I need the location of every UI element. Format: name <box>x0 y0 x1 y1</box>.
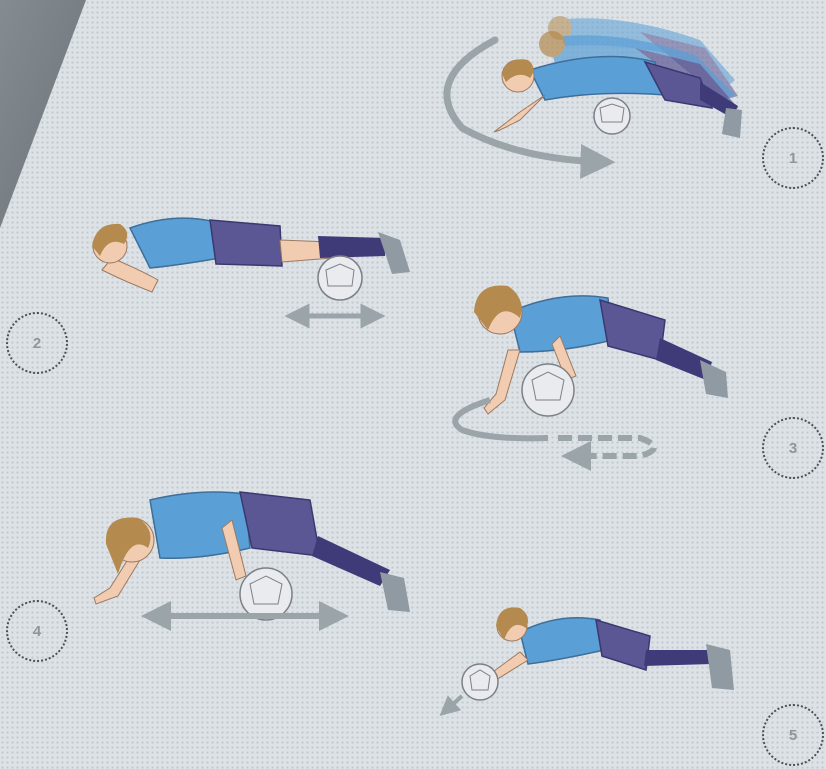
step-badge-2: 2 <box>6 312 68 374</box>
step-number-2: 2 <box>33 335 41 352</box>
player-ball-circle-icon <box>447 16 742 162</box>
step-number-5: 5 <box>789 727 797 744</box>
step-badge-5: 5 <box>762 704 824 766</box>
step-number-1: 1 <box>789 150 797 167</box>
player-ball-diagonal-roll-icon <box>444 607 734 712</box>
step-badge-4: 4 <box>6 600 68 662</box>
step-badge-3: 3 <box>762 417 824 479</box>
player-ball-side-roll-icon <box>455 286 728 456</box>
player-plank-ball-roll-icon <box>92 218 410 316</box>
step-badge-1: 1 <box>762 127 824 189</box>
step-number-3: 3 <box>789 440 797 457</box>
step-number-4: 4 <box>33 623 41 640</box>
player-ball-forward-roll-icon <box>94 492 410 620</box>
corner-band <box>0 0 86 228</box>
